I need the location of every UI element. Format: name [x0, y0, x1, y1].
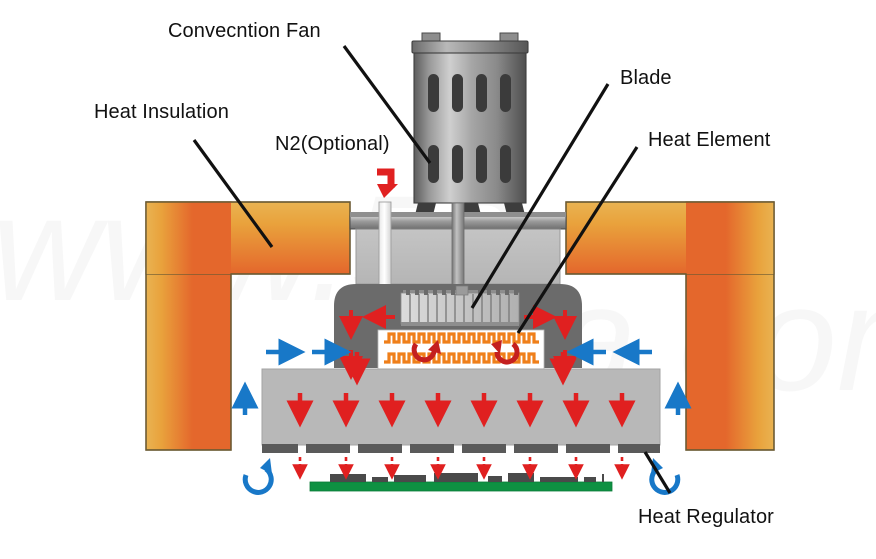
leader-heat-insulation [192, 139, 274, 248]
label-convection-fan: Convecntion Fan [168, 20, 321, 42]
convection-fan-motor [411, 32, 529, 219]
label-heat-regulator: Heat Regulator [638, 506, 774, 528]
return-airflow-curl-right [649, 458, 681, 495]
blade-fin-stack [400, 285, 520, 326]
label-heat-element: Heat Element [648, 129, 771, 151]
heat-regulator-plate [261, 368, 661, 453]
fan-drive-shaft [451, 202, 465, 296]
leader-blade [470, 83, 610, 309]
label-heat-insulation: Heat Insulation [94, 101, 229, 123]
heat-element-assembly [377, 329, 545, 372]
regulator-to-pcb-arrows [292, 457, 630, 480]
heat-insulation-block [145, 201, 775, 451]
leader-heat-element [516, 146, 639, 334]
return-airflow-curl-left [242, 458, 274, 495]
leader-heat-regulator [643, 451, 672, 494]
pcb-board [309, 473, 613, 492]
pcb-components [330, 473, 604, 482]
label-n2-optional: N2(Optional) [275, 133, 390, 155]
leader-lines [192, 45, 672, 494]
label-blade: Blade [620, 67, 672, 89]
heater-plate-down-arrows [286, 352, 636, 428]
regulator-segments [262, 444, 660, 453]
n2-flow-arrow [377, 168, 398, 198]
return-airflow-arrows-blue [231, 338, 692, 415]
leader-convection-fan [342, 45, 432, 164]
